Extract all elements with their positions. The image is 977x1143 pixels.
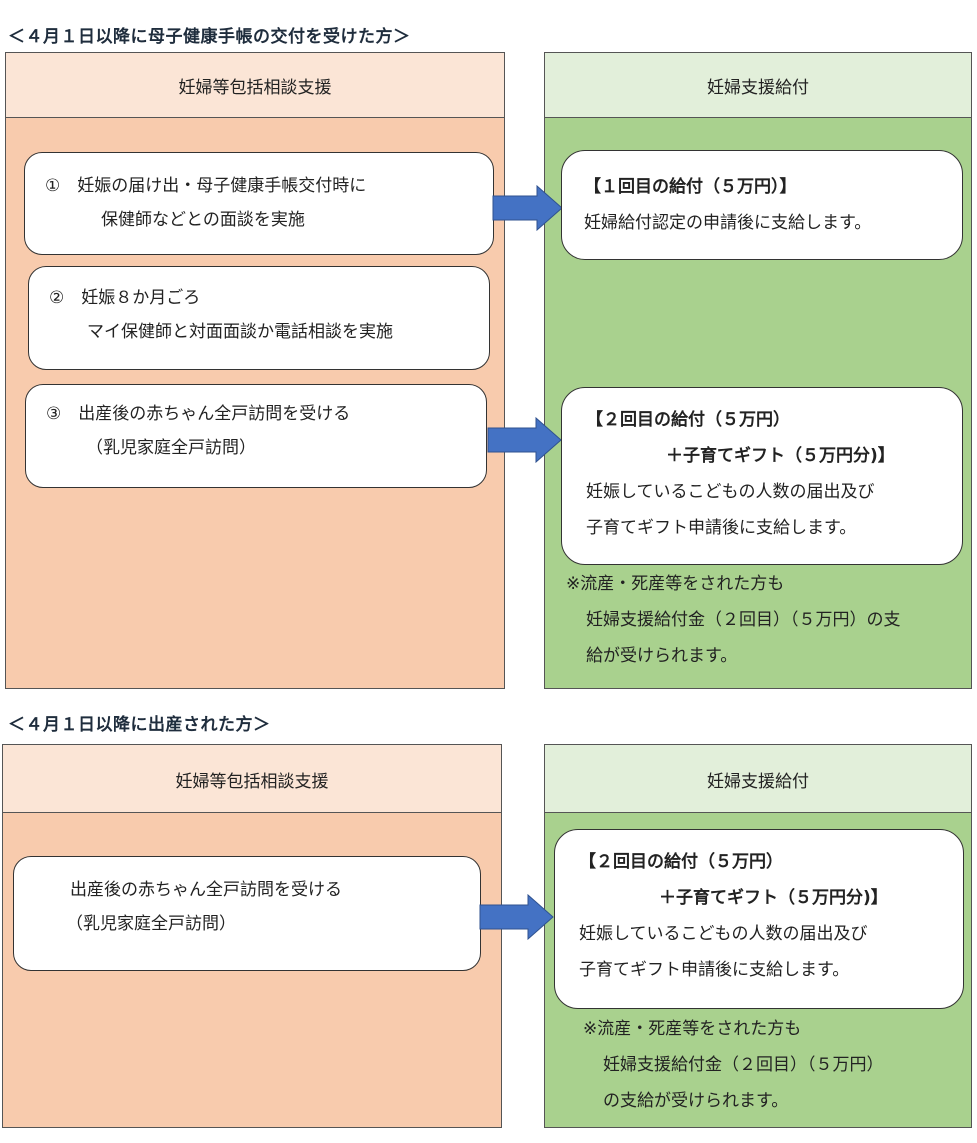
pregnancy-benefit-header-1: 妊婦支援給付 <box>544 52 972 119</box>
step-2-line-2: マイ保健師と対面面談か電話相談を実施 <box>87 322 393 342</box>
note-2-line-3: の支給が受けられます。 <box>603 1091 789 1111</box>
consultation-support-header-label: 妊婦等包括相談支援 <box>178 78 332 98</box>
home-visit-line-2: （乳児家庭全戸訪問） <box>66 914 236 934</box>
first-benefit-title: 【１回目の給付（５万円）】 <box>584 177 797 197</box>
pregnancy-benefit-header-2: 妊婦支援給付 <box>544 744 972 814</box>
second-benefit-card-1: 【２回目の給付（５万円） ＋子育てギフト（５万円分)】 妊娠しているこどもの人数… <box>561 387 963 565</box>
first-benefit-body: 妊婦給付認定の申請後に支給します。 <box>584 213 872 233</box>
step-card-1: ① 妊娠の届け出・母子健康手帳交付時に 保健師などとの面談を実施 <box>24 152 494 255</box>
step-card-3: ③ 出産後の赤ちゃん全戸訪問を受ける （乳児家庭全戸訪問） <box>25 384 487 488</box>
section2-heading: ＜４月１日以降に出産された方＞ <box>8 715 271 735</box>
step-1-line-1: ① 妊娠の届け出・母子健康手帳交付時に <box>45 176 367 196</box>
note-2-line-2: 妊婦支援給付金（２回目）（５万円） <box>603 1055 884 1075</box>
second-benefit-body-2: 子育てギフト申請後に支給します。 <box>586 518 857 538</box>
miscarriage-note-1: ※流産・死産等をされた方も 妊婦支援給付金（２回目）（５万円）の支 給が受けられ… <box>566 566 901 674</box>
second-benefit-title-2: ＋子育てギフト（５万円分)】 <box>659 888 888 908</box>
home-visit-line-1: 出産後の赤ちゃん全戸訪問を受ける <box>70 880 342 900</box>
note-2-line-1: ※流産・死産等をされた方も <box>583 1019 802 1039</box>
first-benefit-card: 【１回目の給付（５万円）】 妊婦給付認定の申請後に支給します。 <box>561 150 963 260</box>
note-1-line-2: 妊婦支援給付金（２回目）（５万円）の支 <box>586 610 901 630</box>
section1-heading: ＜４月１日以降に母子健康手帳の交付を受けた方＞ <box>8 27 411 47</box>
consultation-support-header-2: 妊婦等包括相談支援 <box>2 744 502 814</box>
step-2-line-1: ② 妊娠８か月ごろ <box>49 288 201 308</box>
consultation-support-header-label: 妊婦等包括相談支援 <box>175 771 329 792</box>
step-3-line-2: （乳児家庭全戸訪問） <box>86 438 256 458</box>
home-visit-card: 出産後の赤ちゃん全戸訪問を受ける （乳児家庭全戸訪問） <box>13 856 481 971</box>
note-1-line-1: ※流産・死産等をされた方も <box>566 574 785 594</box>
consultation-support-header-1: 妊婦等包括相談支援 <box>5 52 505 119</box>
step-3-line-1: ③ 出産後の赤ちゃん全戸訪問を受ける <box>46 404 351 424</box>
second-benefit-body-1: 妊娠しているこどもの人数の届出及び <box>586 482 875 502</box>
pregnancy-benefit-header-label: 妊婦支援給付 <box>707 78 809 98</box>
arrow-icon-visit-to-benefit <box>479 894 554 940</box>
arrow-icon-step1-to-benefit1 <box>492 185 563 231</box>
note-1-line-3: 給が受けられます。 <box>586 646 738 666</box>
second-benefit-title-2: ＋子育てギフト（５万円分)】 <box>666 446 895 466</box>
second-benefit-title-1: 【２回目の給付（５万円） <box>586 410 790 430</box>
arrow-icon-step3-to-benefit2 <box>487 417 562 463</box>
pregnancy-benefit-header-label: 妊婦支援給付 <box>707 771 809 792</box>
step-1-line-2: 保健師などとの面談を実施 <box>101 210 305 230</box>
second-benefit-card-2: 【２回目の給付（５万円） ＋子育てギフト（５万円分)】 妊娠しているこどもの人数… <box>554 829 964 1009</box>
miscarriage-note-2: ※流産・死産等をされた方も 妊婦支援給付金（２回目）（５万円） の支給が受けられ… <box>583 1011 884 1119</box>
step-card-2: ② 妊娠８か月ごろ マイ保健師と対面面談か電話相談を実施 <box>28 266 490 370</box>
second-benefit-body-2: 子育てギフト申請後に支給します。 <box>579 960 850 980</box>
second-benefit-title-1: 【２回目の給付（５万円） <box>579 852 783 872</box>
second-benefit-body-1: 妊娠しているこどもの人数の届出及び <box>579 924 868 944</box>
